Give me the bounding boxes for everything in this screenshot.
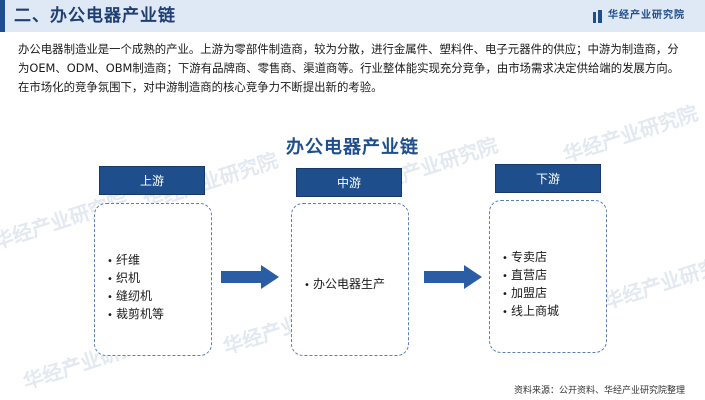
page-title: 二、办公电器产业链 — [14, 6, 176, 26]
flow-arrow-shape — [424, 265, 482, 289]
list-item: 线上商城 — [502, 303, 559, 321]
header-bar: 二、办公电器产业链 华经产业研究院 — [0, 0, 705, 32]
stage-upstream-box: 纤维 织机 缝纫机 裁剪机等 — [94, 203, 212, 356]
list-item: 纤维 — [107, 252, 164, 270]
diagram-title: 办公电器产业链 — [286, 137, 419, 158]
list-item: 裁剪机等 — [107, 306, 164, 324]
list-item: 缝纫机 — [107, 288, 164, 306]
list-item: 织机 — [107, 270, 164, 288]
intro-paragraph: 办公电器制造业是一个成熟的产业。上游为零部件制造商，较为分散，进行金属件、塑料件… — [18, 42, 680, 94]
brand-logo: 华经产业研究院 — [593, 9, 685, 23]
flow-arrow-icon — [221, 265, 279, 289]
list-item: 加盟店 — [502, 285, 559, 303]
stage-upstream-header: 上游 — [99, 166, 205, 195]
flow-arrow-shape — [221, 265, 279, 289]
source-note: 资料来源：公开资料、华经产业研究院整理 — [513, 386, 685, 396]
stage-downstream-list: 专卖店 直营店 加盟店 线上商城 — [502, 249, 559, 321]
brand-name: 华经产业研究院 — [608, 10, 685, 21]
stage-midstream-box: 办公电器生产 — [291, 203, 409, 356]
stage-downstream-header: 下游 — [495, 164, 601, 193]
brand-logo-icon — [593, 9, 603, 23]
list-item: 直营店 — [502, 267, 559, 285]
stage-midstream-list: 办公电器生产 — [304, 276, 385, 294]
list-item: 办公电器生产 — [304, 276, 385, 294]
header-accent — [0, 0, 5, 32]
stage-midstream-header: 中游 — [296, 168, 402, 197]
flow-arrow-icon — [424, 265, 482, 289]
stage-upstream-list: 纤维 织机 缝纫机 裁剪机等 — [107, 252, 164, 324]
watermark: 华经产业研究院 — [600, 247, 705, 314]
stage-downstream-box: 专卖店 直营店 加盟店 线上商城 — [489, 200, 607, 353]
list-item: 专卖店 — [502, 249, 559, 267]
